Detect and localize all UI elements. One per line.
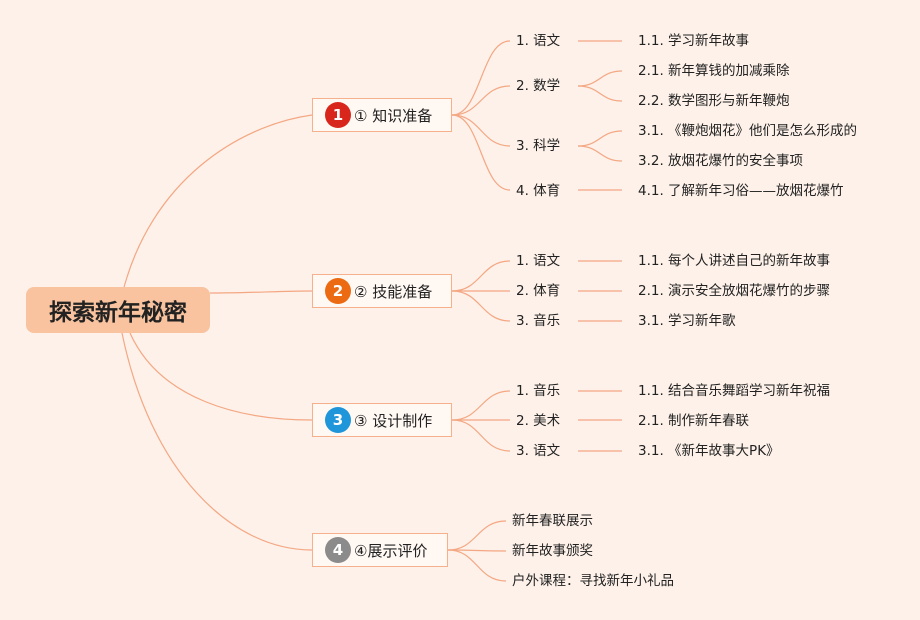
subject-label[interactable]: 3. 音乐 [516, 313, 561, 329]
topic-item[interactable]: 1.1. 结合音乐舞蹈学习新年祝福 [638, 383, 831, 399]
number-badge-icon: 4 [325, 537, 351, 563]
topic-item[interactable]: 2.1. 新年算钱的加减乘除 [638, 63, 790, 79]
subject-label[interactable]: 3. 语文 [516, 443, 561, 459]
subject-label[interactable]: 2. 美术 [516, 413, 561, 429]
branch-subject-line [451, 390, 511, 421]
branch-subject-line [451, 114, 511, 191]
branch-subject-line [451, 419, 511, 452]
number-badge-icon: 2 [325, 278, 351, 304]
root-branch-line [129, 332, 313, 421]
subject-item-line [577, 130, 623, 147]
subject-label[interactable]: 1. 音乐 [516, 383, 561, 399]
subject-item-line [577, 70, 623, 87]
topic-item[interactable]: 2.1. 制作新年春联 [638, 413, 750, 429]
root-branch-line [209, 290, 313, 294]
topic-item[interactable]: 4.1. 了解新年习俗——放烟花爆竹 [638, 183, 844, 199]
subject-label[interactable]: 2. 体育 [516, 283, 561, 299]
branch-subject-line [451, 85, 511, 116]
branch-leaf-line [447, 520, 507, 551]
root-branch-line [121, 114, 313, 296]
topic-item[interactable]: 3.2. 放烟花爆竹的安全事项 [638, 153, 804, 169]
subject-item-line [577, 145, 623, 162]
topic-item[interactable]: 户外课程：寻找新年小礼品 [512, 573, 674, 589]
branch-subject-line [451, 260, 511, 292]
root-topic[interactable]: 探索新年秘密 [26, 287, 210, 333]
topic-item[interactable]: 3.1. 学习新年歌 [638, 313, 736, 329]
topic-item[interactable]: 新年故事颁奖 [512, 543, 593, 559]
topic-item[interactable]: 3.1. 《鞭炮烟花》他们是怎么形成的 [638, 123, 858, 139]
subject-label[interactable]: 2. 数学 [516, 78, 561, 94]
topic-item[interactable]: 2.2. 数学图形与新年鞭炮 [638, 93, 790, 109]
branch-label: ① 知识准备 [354, 106, 433, 125]
branch-subject-line [451, 114, 511, 147]
branch-knowledge-prep[interactable]: 1 ① 知识准备 [312, 98, 452, 132]
topic-item[interactable]: 1.1. 每个人讲述自己的新年故事 [638, 253, 831, 269]
number-badge-icon: 3 [325, 407, 351, 433]
topic-item[interactable]: 新年春联展示 [512, 513, 593, 529]
topic-item[interactable]: 2.1. 演示安全放烟花爆竹的步骤 [638, 283, 831, 299]
branch-label: ④展示评价 [354, 541, 428, 560]
branch-label: ② 技能准备 [354, 282, 433, 301]
branch-subject-line [451, 290, 511, 322]
subject-label[interactable]: 1. 语文 [516, 33, 561, 49]
branch-label: ③ 设计制作 [354, 411, 433, 430]
subject-label[interactable]: 4. 体育 [516, 183, 561, 199]
branch-leaf-line [447, 549, 507, 582]
topic-item[interactable]: 3.1. 《新年故事大PK》 [638, 443, 780, 459]
subject-label[interactable]: 3. 科学 [516, 138, 561, 154]
root-branch-line [121, 332, 313, 551]
subject-item-line [577, 85, 623, 102]
branch-design-making[interactable]: 3 ③ 设计制作 [312, 403, 452, 437]
branch-subject-line [451, 40, 511, 116]
branch-skill-prep[interactable]: 2 ② 技能准备 [312, 274, 452, 308]
number-badge-icon: 1 [325, 102, 351, 128]
topic-item[interactable]: 1.1. 学习新年故事 [638, 33, 750, 49]
subject-label[interactable]: 1. 语文 [516, 253, 561, 269]
branch-presentation-evaluation[interactable]: 4 ④展示评价 [312, 533, 448, 567]
